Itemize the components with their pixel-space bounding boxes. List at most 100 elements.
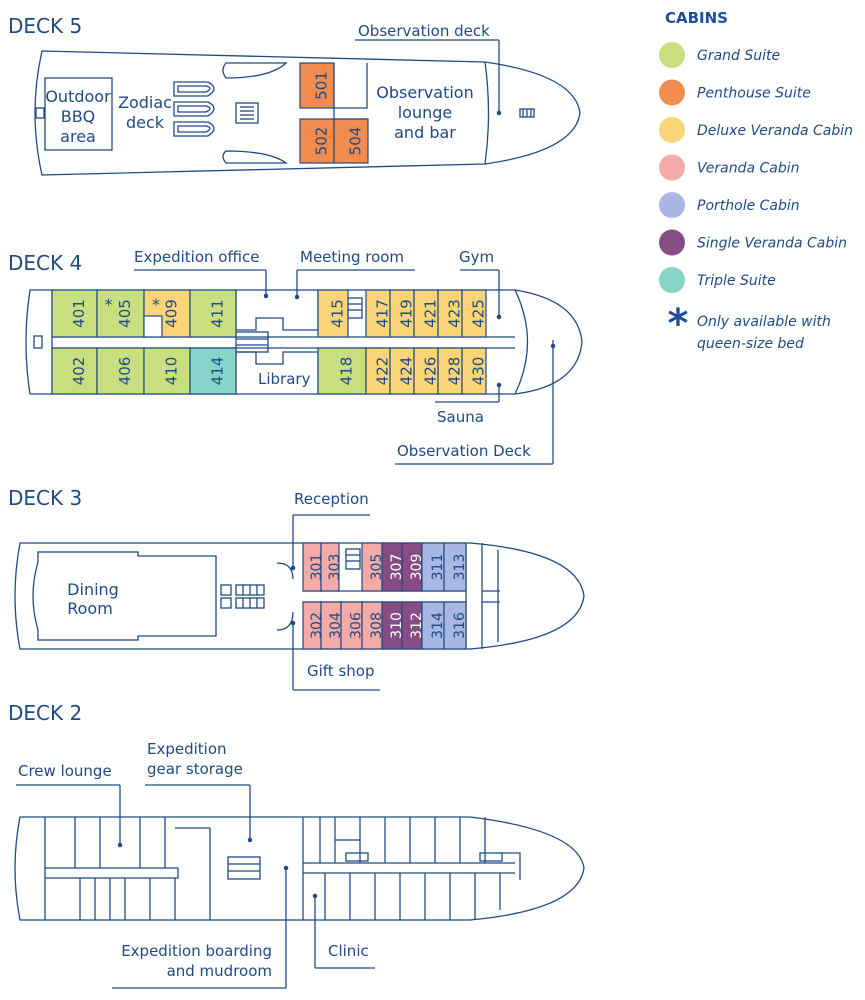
legend-swatch-single-veranda — [659, 229, 685, 256]
cabin-409-notch — [143, 315, 163, 338]
cabin-415[interactable]: 415 — [317, 289, 349, 338]
cabin-311[interactable]: 311 — [421, 542, 446, 592]
cabin-306-number: 306 — [349, 612, 365, 639]
cabin-419[interactable]: 419 — [389, 289, 416, 338]
cabin-417[interactable]: 417 — [365, 289, 392, 338]
deck4-meeting-room-label: Meeting room — [300, 248, 404, 266]
cabin-430[interactable]: 430 — [461, 347, 488, 395]
cabin-305[interactable]: 305 — [361, 542, 385, 592]
cabin-316-fill — [443, 601, 467, 650]
cabin-502-fill — [299, 118, 335, 164]
cabin-311-number: 311 — [430, 554, 446, 581]
deck5-bbq-line1: Outdoor — [45, 87, 111, 106]
cabin-423-fill — [437, 289, 463, 338]
cabin-310-number: 310 — [389, 612, 405, 639]
deck3-gift-shop-label: Gift shop — [307, 662, 374, 680]
cabin-316-number: 316 — [452, 612, 468, 639]
cabin-414[interactable]: 414 — [189, 347, 237, 395]
cabin-402-fill — [51, 347, 98, 395]
legend-item-penthouse-suite: Penthouse Suite — [659, 79, 811, 106]
cabin-303-number: 303 — [327, 554, 343, 581]
cabin-411[interactable]: 411 — [189, 289, 237, 338]
cabin-425[interactable]: 425 — [461, 289, 488, 338]
cabin-424-number: 424 — [398, 357, 416, 386]
deck5-title: DECK 5 — [8, 14, 82, 38]
cabin-307[interactable]: 307 — [381, 542, 405, 592]
deck2-hull — [14, 784, 585, 989]
cabin-405[interactable]: 405* — [96, 289, 145, 338]
legend-swatch-veranda — [659, 154, 685, 181]
cabin-504-number: 504 — [347, 127, 365, 156]
legend-swatch-grand-suite — [659, 42, 685, 68]
legend-item-single-veranda: Single Veranda Cabin — [659, 229, 847, 256]
deck2-gear-line2: gear storage — [147, 760, 243, 778]
cabin-421[interactable]: 421 — [413, 289, 440, 338]
cabin-402[interactable]: 402 — [51, 347, 98, 395]
cabin-308-number: 308 — [369, 612, 385, 639]
cabin-316[interactable]: 316 — [443, 601, 468, 650]
deck2-gear-line1: Expedition — [147, 740, 227, 758]
cabin-313-fill — [443, 542, 467, 592]
legend-item-deluxe-veranda: Deluxe Veranda Cabin — [659, 117, 853, 143]
cabin-423-number: 423 — [446, 299, 464, 328]
cabin-426[interactable]: 426 — [413, 347, 440, 395]
cabin-309-number: 309 — [409, 554, 425, 581]
cabin-425-number: 425 — [470, 299, 488, 328]
cabin-406[interactable]: 406 — [96, 347, 145, 395]
legend-label-deluxe-veranda: Deluxe Veranda Cabin — [697, 123, 853, 139]
legend-label-triple-suite: Triple Suite — [697, 273, 776, 289]
cabin-426-number: 426 — [422, 357, 440, 386]
legend-note-line1: Only available with — [697, 314, 831, 330]
deck3-dining-line2: Room — [67, 599, 113, 618]
cabin-312[interactable]: 312 — [401, 601, 425, 650]
cabin-502[interactable]: 502 — [299, 118, 335, 164]
deck2-title: DECK 2 — [8, 701, 82, 725]
deck5-observation-deck-label: Observation deck — [358, 22, 490, 40]
cabin-501[interactable]: 501 — [299, 62, 335, 109]
cabin-313[interactable]: 313 — [443, 542, 468, 592]
cabin-415-fill — [317, 289, 349, 338]
deck4-expedition-office-label: Expedition office — [134, 248, 259, 266]
cabin-303-fill — [320, 542, 340, 592]
cabin-401[interactable]: 401 — [51, 289, 98, 338]
cabin-309[interactable]: 309 — [401, 542, 425, 592]
legend-item-porthole: Porthole Cabin — [659, 192, 800, 218]
cabin-410-number: 410 — [163, 357, 181, 386]
cabin-423[interactable]: 423 — [437, 289, 464, 338]
cabin-428[interactable]: 428 — [437, 347, 464, 395]
cabin-411-number: 411 — [209, 299, 227, 328]
legend-swatch-deluxe-veranda — [659, 117, 685, 143]
deck4-gym-label: Gym — [459, 248, 494, 266]
cabin-306[interactable]: 306 — [340, 601, 365, 650]
deck3-dining-line1: Dining — [67, 580, 119, 599]
deck2-clinic-label: Clinic — [328, 942, 369, 960]
cabin-314[interactable]: 314 — [421, 601, 446, 650]
cabin-409[interactable]: 409* — [143, 289, 191, 338]
deck5-bbq-line2: BBQ — [61, 107, 96, 126]
cabin-310[interactable]: 310 — [381, 601, 405, 650]
cabin-418[interactable]: 418 — [317, 347, 367, 395]
cabin-419-fill — [389, 289, 415, 338]
cabin-405-star-icon: * — [105, 295, 113, 314]
cabin-422[interactable]: 422 — [365, 347, 392, 395]
cabin-401-number: 401 — [70, 299, 88, 328]
cabin-410[interactable]: 410 — [143, 347, 191, 395]
cabin-428-number: 428 — [446, 357, 464, 386]
deck5-bbq-line3: area — [60, 127, 96, 146]
cabin-303[interactable]: 303 — [320, 542, 343, 592]
legend-swatch-triple-suite — [659, 267, 685, 293]
cabin-414-fill — [189, 347, 237, 395]
legend-swatch-penthouse-suite — [659, 79, 685, 106]
cabin-504[interactable]: 504 — [333, 118, 369, 164]
deck4-observation-deck-label: Observation Deck — [397, 442, 531, 460]
legend-swatch-porthole — [659, 192, 685, 218]
cabin-421-number: 421 — [422, 299, 440, 328]
cabin-424[interactable]: 424 — [389, 347, 416, 395]
cabin-405-number: 405 — [116, 299, 134, 328]
cabin-418-number: 418 — [338, 357, 356, 386]
legend-item-veranda: Veranda Cabin — [659, 154, 800, 181]
cabin-415-number: 415 — [329, 299, 347, 328]
